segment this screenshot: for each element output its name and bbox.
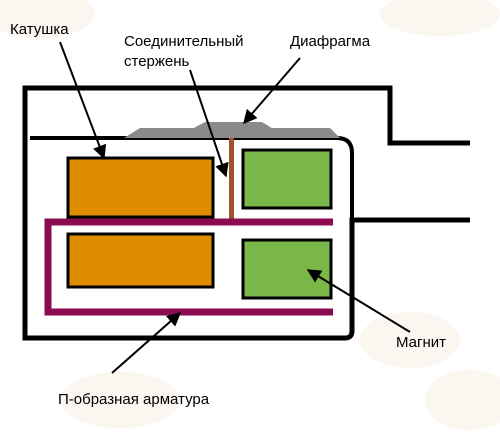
arrow-coil	[59, 41, 107, 160]
label-rod-line1: Соединительный	[124, 33, 244, 50]
diaphragm	[124, 122, 340, 138]
magnet-bottom	[241, 238, 333, 300]
pointer-arrows	[59, 41, 411, 374]
label-magnet: Магнит	[396, 334, 446, 351]
arrow-magnet	[306, 269, 411, 333]
connecting-rod	[229, 138, 234, 220]
outer-housing	[22, 85, 470, 341]
coil-top	[66, 156, 215, 219]
arrow-rod	[189, 69, 229, 178]
label-armature: П-образная арматура	[58, 391, 210, 408]
label-rod-line2: стержень	[124, 53, 190, 70]
arrow-armature	[111, 312, 182, 374]
label-coil: Катушка	[10, 21, 69, 38]
label-diaphragm: Диафрагма	[290, 33, 371, 50]
coil-bottom	[66, 232, 215, 289]
u-shaped-armature	[44, 218, 333, 316]
magnet-top	[241, 148, 333, 210]
arrow-diaphragm	[243, 57, 301, 125]
inner-chamber	[30, 136, 354, 220]
